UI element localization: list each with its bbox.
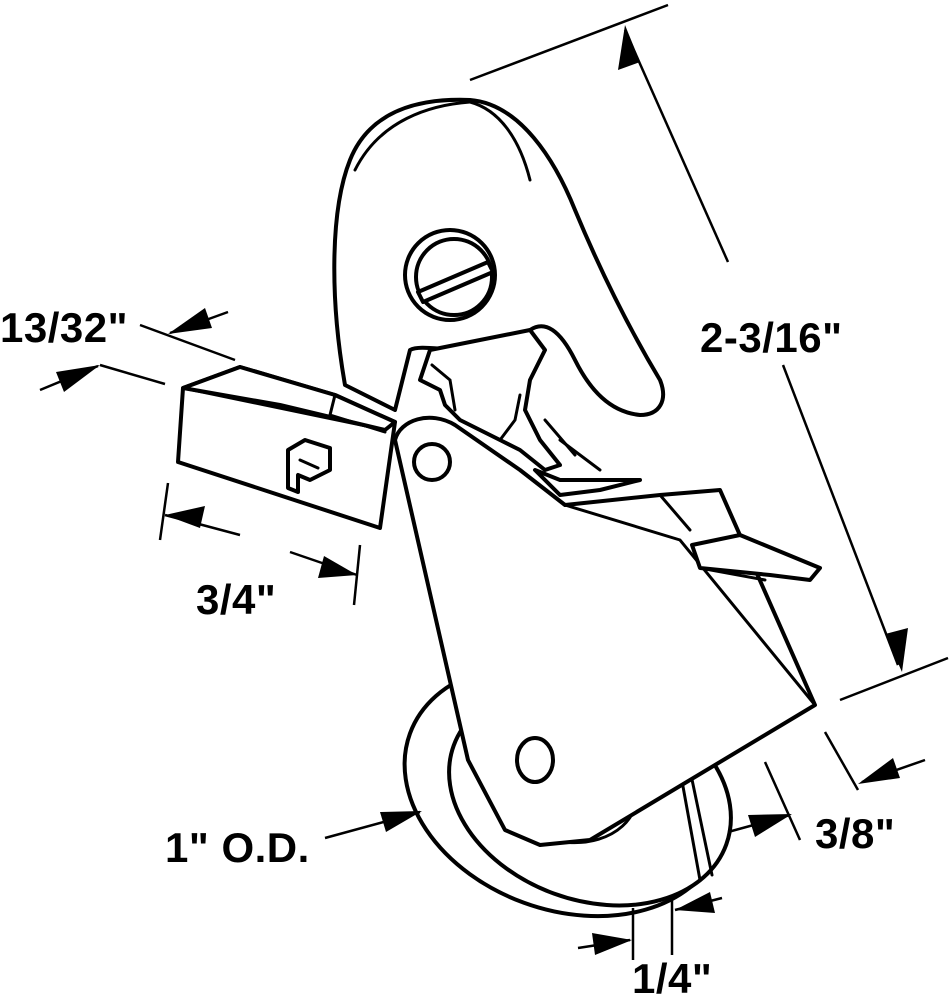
guide-block xyxy=(176,365,397,530)
label-3-8: 3/8" xyxy=(815,810,895,857)
dimension-13-32 xyxy=(39,308,236,392)
dimension-3-8 xyxy=(727,731,926,841)
dimension-wheel-width xyxy=(577,892,723,960)
dimension-height xyxy=(469,3,949,702)
spring-clip xyxy=(418,328,602,472)
label-2-3-16: 2-3/16" xyxy=(700,314,843,361)
label-wheel-od: 1" O.D. xyxy=(165,824,310,871)
label-3-4: 3/4" xyxy=(196,576,276,623)
bracket-housing xyxy=(393,415,822,847)
dimension-3-4 xyxy=(158,482,362,606)
adjustment-screw xyxy=(403,228,497,322)
label-13-32: 13/32" xyxy=(0,304,128,351)
dimension-wheel-od xyxy=(324,810,422,840)
label-1-4: 1/4" xyxy=(632,955,712,1000)
